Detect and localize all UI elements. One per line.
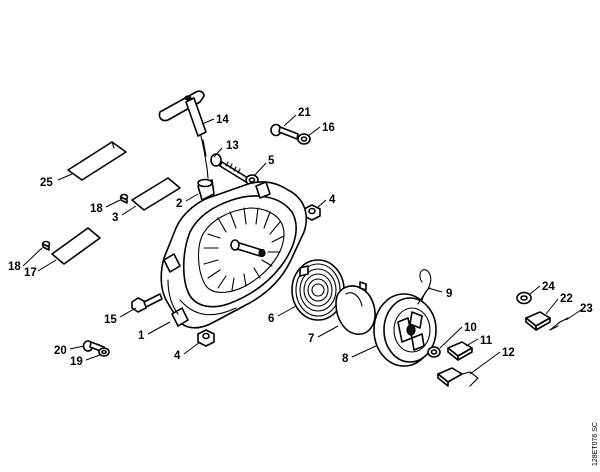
part-plate-3 — [131, 177, 181, 211]
part-starter-rope-9 — [417, 269, 432, 305]
callout-1: 1 — [138, 330, 145, 342]
callout-17: 17 — [24, 267, 37, 279]
part-pin-18-lower — [41, 240, 51, 251]
callout-2: 2 — [176, 198, 182, 210]
part-pawl-11 — [447, 341, 473, 361]
part-starter-grip-14 — [158, 90, 209, 179]
part-washer-16 — [297, 133, 311, 145]
callout-24: 24 — [542, 281, 555, 293]
callout-4-upper: 4 — [329, 194, 336, 206]
leader-lines — [22, 114, 585, 375]
part-spring-23 — [549, 317, 569, 331]
part-washer-10 — [427, 346, 441, 358]
callout-22: 22 — [560, 293, 573, 305]
callout-21: 21 — [298, 107, 311, 119]
callout-10: 10 — [464, 322, 477, 334]
callout-11: 11 — [480, 335, 493, 347]
part-washer-24 — [516, 291, 532, 305]
callout-13: 13 — [226, 140, 239, 152]
callout-23: 23 — [580, 303, 593, 315]
part-washer-19 — [98, 347, 110, 357]
callout-19: 19 — [70, 356, 83, 368]
callout-4-lower: 4 — [174, 350, 181, 362]
part-rope-guide-2 — [197, 178, 215, 201]
callout-6: 6 — [268, 313, 274, 325]
part-spring-12 — [437, 367, 479, 387]
part-plate-17 — [51, 227, 101, 265]
part-nut-4-lower — [197, 329, 215, 347]
part-nut-4-upper — [303, 204, 321, 221]
callout-18-lower: 18 — [8, 261, 21, 273]
part-pin-18-upper — [119, 193, 129, 204]
callout-7: 7 — [308, 333, 314, 345]
part-rewind-spring-6 — [291, 259, 345, 321]
part-spring-cover-7 — [335, 281, 376, 335]
callout-14: 14 — [216, 114, 229, 126]
callout-12: 12 — [502, 347, 515, 359]
part-decal-25 — [67, 141, 127, 181]
callout-16: 16 — [322, 122, 335, 134]
callout-3: 3 — [112, 212, 118, 224]
callout-18-upper: 18 — [90, 203, 103, 215]
callout-20: 20 — [54, 345, 67, 357]
callout-15: 15 — [104, 314, 117, 326]
callout-8: 8 — [342, 353, 349, 365]
part-fan-housing-1 — [160, 181, 308, 329]
callout-25: 25 — [40, 177, 53, 189]
callout-labels: 25 18 3 2 14 13 21 16 5 4 18 17 15 1 20 … — [8, 107, 593, 368]
callout-9: 9 — [446, 288, 452, 300]
drawing-code: 128ET076 SC — [592, 422, 599, 466]
part-rope-rotor-8 — [373, 287, 437, 367]
part-screw-13 — [210, 153, 249, 183]
part-pawl-22 — [525, 311, 551, 331]
part-screw-15 — [131, 293, 163, 313]
callout-5: 5 — [268, 155, 275, 167]
part-screw-21 — [270, 123, 299, 140]
